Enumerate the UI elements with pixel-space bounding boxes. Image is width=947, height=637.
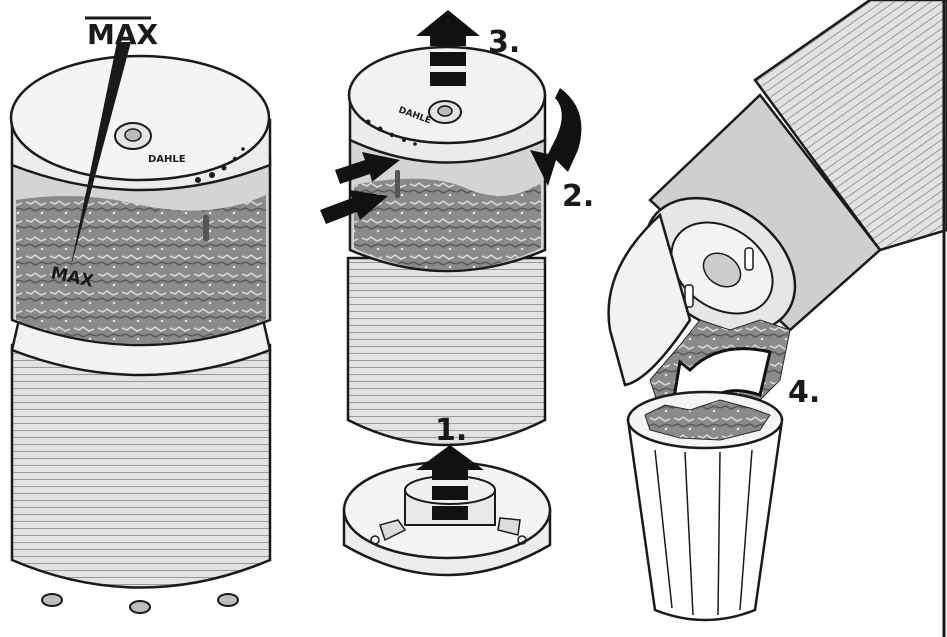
step-2-label: 2.	[562, 179, 594, 214]
step-3-label: 3.	[488, 25, 520, 60]
push-arrow-lower	[320, 190, 388, 224]
step-1-label: 1.	[435, 413, 467, 448]
lid-top-2	[347, 45, 547, 145]
lift-arrow	[416, 10, 480, 86]
rotate-arrow	[530, 88, 582, 186]
trash-bin	[626, 418, 784, 622]
open-lid-flap	[607, 212, 692, 387]
max-label-top: MAX	[87, 18, 159, 51]
lid-top	[9, 54, 271, 182]
vacuum-open-figure: DAHLE 3. 2. 1.	[320, 10, 594, 577]
vacuum-full-figure: DAHLE MAX MAX	[9, 16, 272, 614]
brand-logo: DAHLE	[148, 154, 186, 165]
attach-arrow	[416, 445, 484, 520]
step-4-label: 4.	[788, 375, 820, 410]
power-level-dots	[195, 147, 245, 183]
ribbed-housing	[10, 343, 272, 589]
ribbed-housing-2	[346, 256, 547, 447]
max-pointer	[70, 42, 131, 270]
vacuum-emptying-figure: 4.	[607, 0, 947, 622]
push-arrow-upper	[335, 152, 400, 184]
